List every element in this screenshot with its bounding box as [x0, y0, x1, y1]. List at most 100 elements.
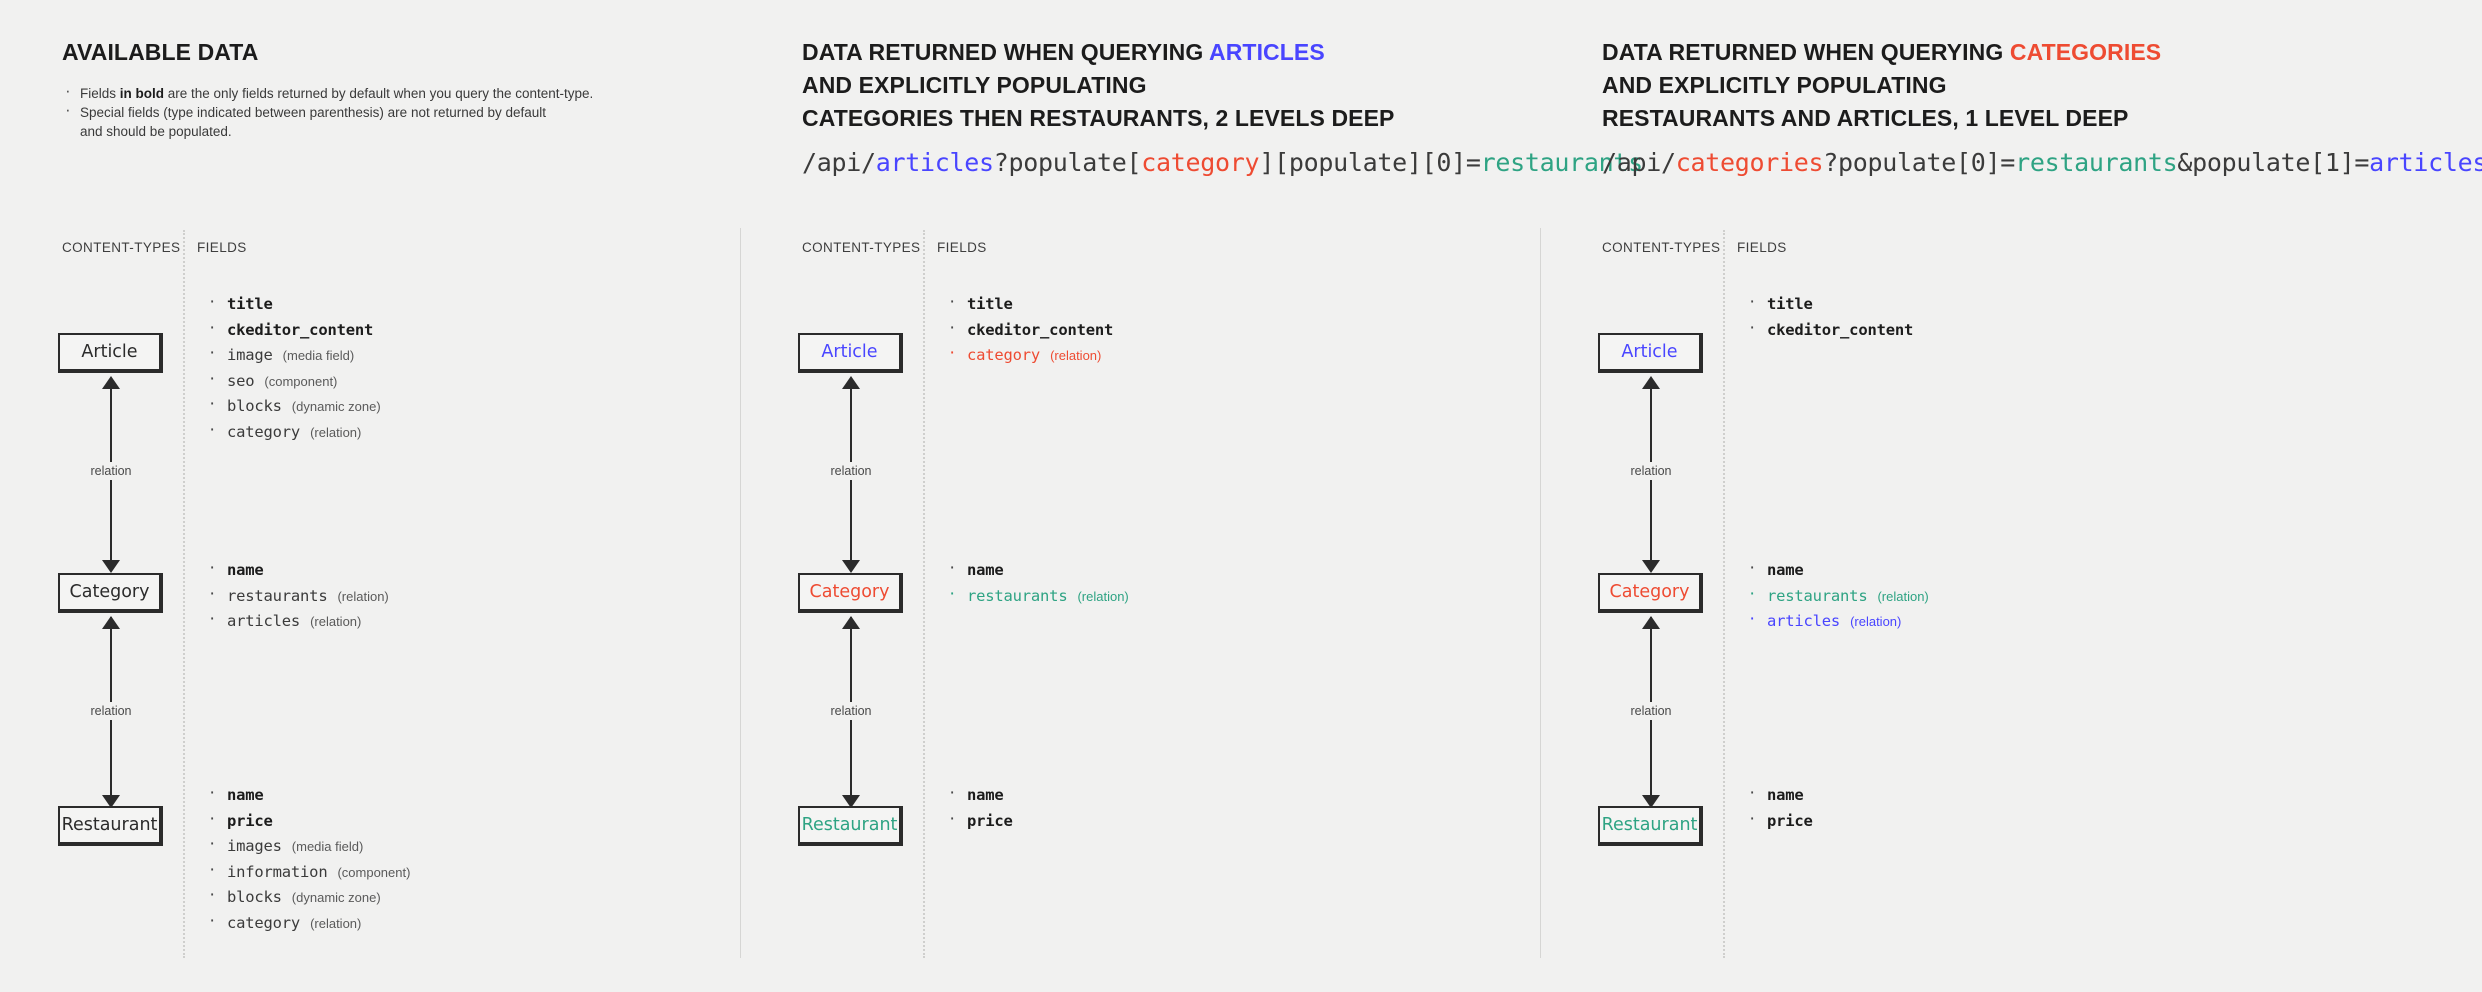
field-name: blocks: [227, 397, 282, 415]
column-dotted-divider: [183, 230, 185, 958]
field-name: price: [967, 811, 1013, 830]
field-row: articles(relation): [205, 606, 705, 635]
relation-arrow-down-icon: [1642, 560, 1660, 573]
column-header-fields: FIELDS: [1737, 240, 1787, 255]
field-row: images(media field): [205, 831, 705, 860]
field-list-restaurant: namepriceimages(media field)information(…: [205, 780, 705, 936]
panel-heading: AVAILABLE DATA: [62, 36, 258, 69]
entity-box-restaurant: Restaurant: [58, 806, 163, 846]
entity-box-article: Article: [798, 333, 903, 373]
field-list-category: namerestaurants(relation): [945, 555, 1445, 610]
heading-accent: CATEGORIES: [2009, 39, 2162, 65]
field-row: ckeditor_content: [1745, 315, 2245, 344]
field-type: (media field): [291, 839, 364, 854]
field-type: (relation): [337, 588, 389, 604]
field-row: articles(relation): [1745, 606, 2245, 635]
panel-heading: DATA RETURNED WHEN QUERYING ARTICLES AND …: [802, 36, 1394, 135]
entity-box-article: Article: [1598, 333, 1703, 373]
relation-arrow-down-icon: [102, 560, 120, 573]
field-list-article: title ckeditor_content category (relation): [945, 289, 1445, 369]
field-row: restaurants(relation): [945, 581, 1445, 610]
entity-box-category: Category: [58, 573, 163, 613]
heading-accent: ARTICLES: [1209, 39, 1325, 65]
field-row: restaurants (relation): [205, 581, 705, 610]
column-header-content-types: CONTENT-TYPES: [802, 240, 921, 255]
field-row: price: [945, 806, 1445, 835]
panel-available-data: AVAILABLE DATA Fields in bold are the onl…: [0, 0, 740, 992]
heading-text: RESTAURANTS AND ARTICLES, 1 LEVEL DEEP: [1602, 105, 2129, 131]
entity-box-restaurant: Restaurant: [798, 806, 903, 846]
heading-line: DATA RETURNED WHEN QUERYING ARTICLES: [802, 36, 1394, 69]
field-row: seo(component): [205, 366, 705, 395]
heading-text: AVAILABLE DATA: [62, 39, 259, 65]
field-name: blocks: [227, 888, 282, 906]
relation-label: relation: [1625, 462, 1677, 480]
field-name: information: [227, 862, 328, 881]
url-segment: articles: [2369, 148, 2482, 177]
field-row: category(relation): [205, 417, 705, 446]
field-row: ckeditor_content: [205, 315, 705, 344]
relation-label: relation: [85, 462, 137, 480]
panel-query-articles: DATA RETURNED WHEN QUERYING ARTICLES AND …: [740, 0, 1643, 992]
relation-arrow-up-icon: [1642, 616, 1660, 629]
field-row: image(media field): [205, 340, 705, 369]
field-list-article: title ckeditor_contentimage(media field)s…: [205, 289, 705, 446]
field-list-restaurant: name price: [945, 780, 1445, 835]
api-endpoint-url: /api/categories?populate[0]=restaurants&…: [1602, 148, 2482, 177]
field-type: (relation): [1077, 588, 1129, 604]
field-row: category (relation): [945, 340, 1445, 369]
panel-separator: [740, 228, 741, 958]
field-name: image: [227, 346, 273, 364]
field-row: title: [205, 289, 705, 318]
url-segment: ?populate[0]=: [1823, 148, 2016, 177]
panel-query-categories: DATA RETURNED WHEN QUERYING CATEGORIES AN…: [1540, 0, 2482, 992]
heading-text: AND EXPLICITLY POPULATING: [1602, 72, 1947, 98]
field-type: (component): [337, 864, 411, 880]
legend-notes: Fields in bold are the only fields retur…: [62, 81, 662, 141]
field-row: name: [205, 555, 705, 584]
field-name: ckeditor_content: [227, 320, 374, 339]
panel-heading: DATA RETURNED WHEN QUERYING CATEGORIES AN…: [1602, 36, 2161, 135]
relation-label: relation: [1625, 702, 1677, 720]
url-segment: restaurants: [1480, 148, 1644, 177]
field-row: name: [945, 555, 1445, 584]
relation-arrow-up-icon: [842, 376, 860, 389]
relation-arrow-down-icon: [842, 795, 860, 808]
url-segment: ?populate[: [993, 148, 1142, 177]
relation-label: relation: [825, 462, 877, 480]
note-text: Fields: [80, 86, 120, 101]
relation-arrow-up-icon: [1642, 376, 1660, 389]
field-name: name: [967, 786, 1004, 804]
url-segment: /api/: [802, 148, 876, 177]
column-dotted-divider: [923, 230, 925, 958]
field-type: (relation): [310, 424, 362, 440]
field-name: restaurants: [227, 586, 328, 605]
field-name: price: [1767, 811, 1813, 830]
heading-text: AND EXPLICITLY POPULATING: [802, 72, 1147, 98]
note-text: and should be populated.: [80, 124, 232, 139]
panel-separator: [1540, 228, 1541, 958]
field-row: restaurants(relation): [1745, 581, 2245, 610]
field-row: ckeditor_content: [945, 315, 1445, 344]
url-segment: articles: [875, 148, 994, 177]
field-type: (relation): [1050, 348, 1102, 363]
field-type: (relation): [1877, 588, 1929, 604]
url-segment: categories: [1675, 148, 1824, 177]
relation-arrow-down-icon: [842, 560, 860, 573]
field-type: (relation): [310, 614, 362, 629]
field-name: category: [967, 346, 1041, 364]
relation-arrow-up-icon: [102, 616, 120, 629]
field-row: title: [945, 289, 1445, 318]
relation-arrow-up-icon: [842, 616, 860, 629]
relation-arrow-down-icon: [102, 795, 120, 808]
field-row: name: [945, 780, 1445, 809]
entity-box-category: Category: [798, 573, 903, 613]
note-emphasis: in bold: [119, 86, 165, 101]
heading-text: CATEGORIES THEN RESTAURANTS, 2 LEVELS DE…: [802, 105, 1395, 131]
field-name: category: [227, 913, 301, 932]
field-name: ckeditor_content: [967, 320, 1114, 339]
heading-text: DATA RETURNED WHEN QUERYING: [1602, 39, 2010, 65]
field-row: blocks(dynamic zone): [205, 391, 705, 420]
field-name: name: [227, 786, 264, 804]
